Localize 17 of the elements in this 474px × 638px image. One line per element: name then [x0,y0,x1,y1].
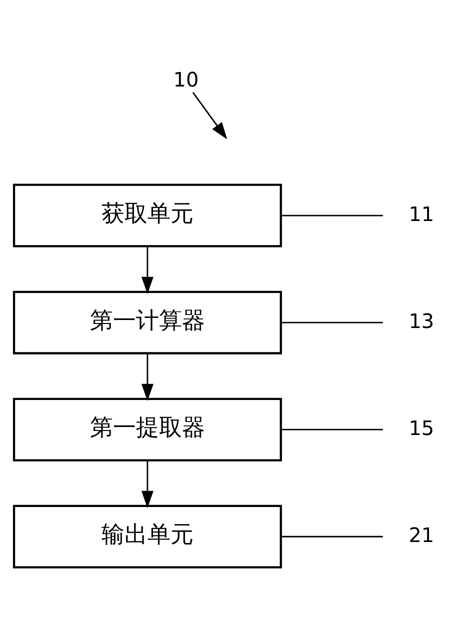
connector [281,536,383,538]
node-text: 11 [408,202,434,226]
node-text: 21 [408,522,434,547]
arrow [141,354,154,402]
arrow [192,92,228,140]
connector [281,428,383,430]
node-box: 输出单元 [12,504,282,568]
arrow [141,460,154,508]
node-box: 第一计算器 [12,290,282,354]
node-text: 13 [408,308,434,333]
node-text: 10 [173,68,199,92]
node-box: 获取单元 [12,184,282,248]
connector [281,214,383,216]
connector [281,322,383,324]
arrow [141,246,154,294]
node-text: 15 [408,416,434,440]
node-box: 第一提取器 [12,398,282,462]
